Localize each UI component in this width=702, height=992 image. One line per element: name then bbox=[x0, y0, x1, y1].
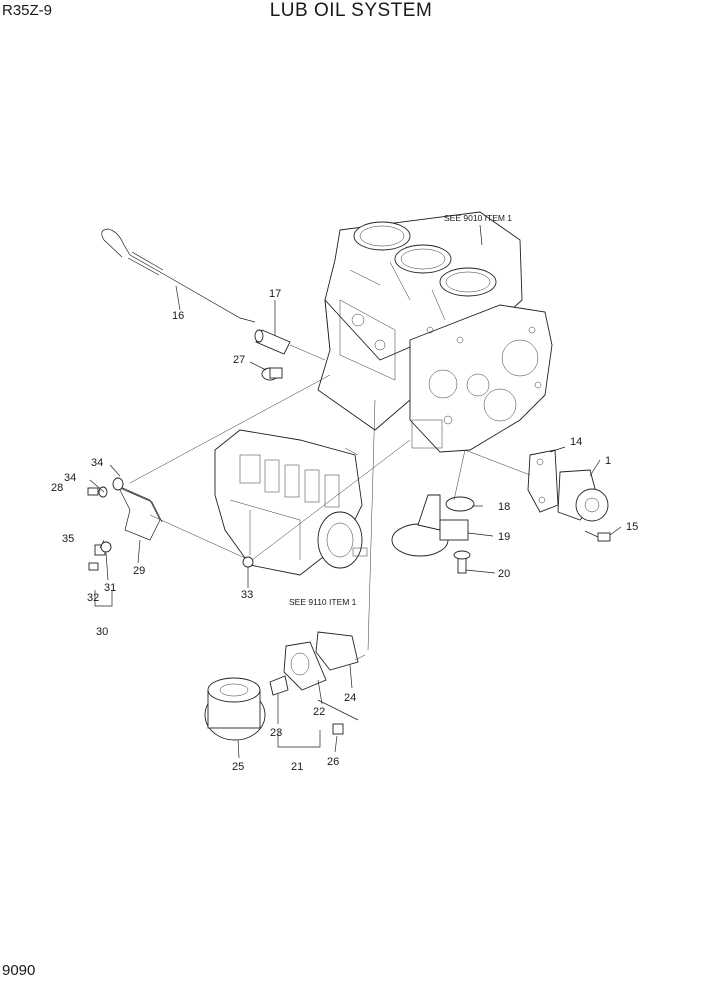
callout-19: 19 bbox=[498, 531, 510, 543]
callout-17: 17 bbox=[269, 288, 281, 300]
oil-pressure-switch-part bbox=[261, 367, 283, 381]
page-number: 9090 bbox=[2, 962, 36, 979]
oil-strainer-part bbox=[391, 494, 475, 574]
leader-lines bbox=[89, 224, 622, 759]
oil-pump-part bbox=[527, 449, 609, 522]
callout-34-lower: 34 bbox=[64, 472, 76, 484]
fuel-pump-drawing bbox=[214, 429, 368, 576]
oil-filter-part bbox=[204, 677, 266, 741]
callout-21: 21 bbox=[291, 761, 303, 773]
callout-22: 22 bbox=[313, 706, 325, 718]
callout-28: 28 bbox=[51, 482, 63, 494]
guide-tube-part bbox=[254, 329, 291, 355]
model-code: R35Z-9 bbox=[2, 2, 53, 19]
nipple-part bbox=[269, 675, 289, 696]
callout-14: 14 bbox=[570, 436, 582, 448]
callout-31: 31 bbox=[104, 582, 116, 594]
callout-29: 29 bbox=[133, 565, 145, 577]
page-title: LUB OIL SYSTEM bbox=[269, 0, 433, 21]
fuel-pump-reference: SEE 9110 ITEM 1 bbox=[289, 597, 357, 607]
callout-1: 1 bbox=[605, 455, 611, 467]
callout-23: 23 bbox=[270, 727, 282, 739]
callout-25: 25 bbox=[232, 761, 244, 773]
callout-32: 32 bbox=[87, 592, 99, 604]
engine-block-drawing bbox=[317, 211, 553, 453]
engine-block-reference: SEE 9010 ITEM 1 bbox=[444, 213, 512, 223]
callout-16: 16 bbox=[172, 310, 184, 322]
callout-30: 30 bbox=[96, 626, 108, 638]
bolt-26-part bbox=[332, 723, 344, 735]
callout-27: 27 bbox=[233, 354, 245, 366]
callout-33: 33 bbox=[241, 589, 253, 601]
callout-15: 15 bbox=[626, 521, 638, 533]
dipstick-part bbox=[101, 228, 256, 323]
callout-26: 26 bbox=[327, 756, 339, 768]
oil-filter-bracket-part bbox=[283, 631, 359, 691]
bolt-15-part bbox=[584, 530, 611, 542]
callout-24: 24 bbox=[344, 692, 356, 704]
oil-pipe-part bbox=[117, 485, 163, 541]
small-fittings bbox=[87, 477, 254, 571]
callout-34-upper: 34 bbox=[91, 457, 103, 469]
callout-18: 18 bbox=[498, 501, 510, 513]
callout-20: 20 bbox=[498, 568, 510, 580]
callout-35: 35 bbox=[62, 533, 74, 545]
